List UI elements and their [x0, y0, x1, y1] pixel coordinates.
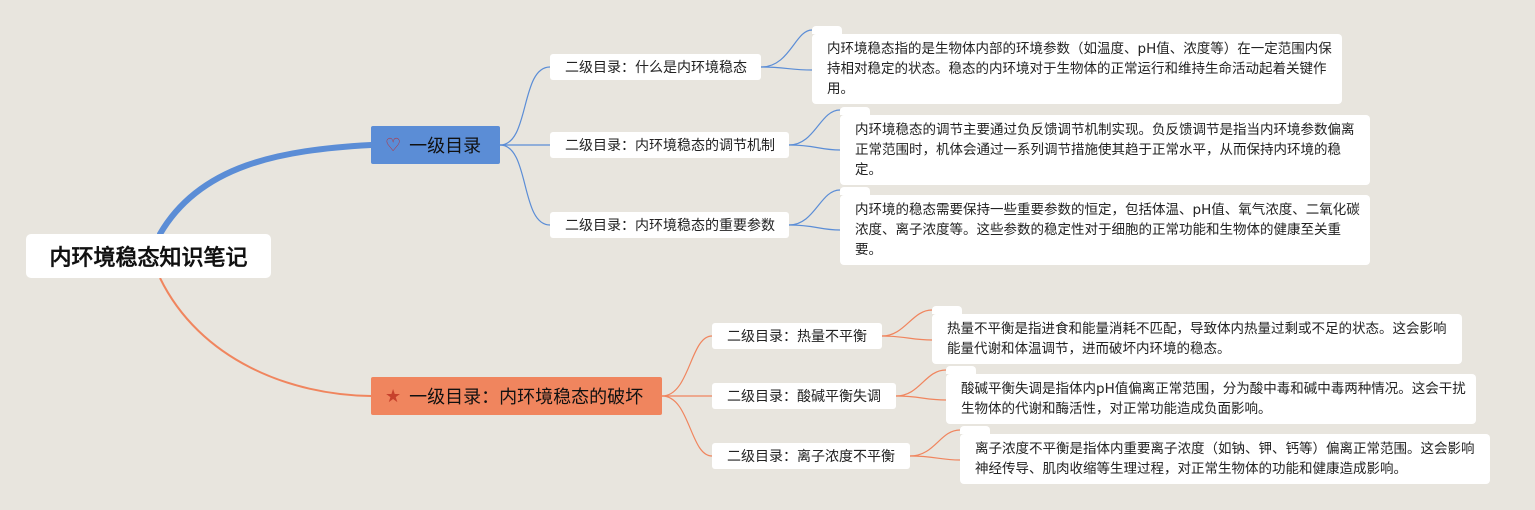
- note-text: 酸碱平衡失调是指体内pH值偏离正常范围，分为酸中毒和碱中毒两种情况。这会干扰生物…: [961, 381, 1466, 417]
- connector-orange-l2-3: [661, 395, 713, 457]
- note-1-2[interactable]: 内环境稳态的调节主要通过负反馈调节机制实现。负反馈调节是指当内环境参数偏离正常范…: [840, 115, 1370, 185]
- root-topic[interactable]: 内环境稳态知识笔记: [26, 234, 271, 278]
- note-tab: [840, 187, 870, 195]
- note-text: 内环境稳态指的是生物体内部的环境参数（如温度、pH值、浓度等）在一定范围内保持相…: [827, 41, 1332, 97]
- subtopic-label: 二级目录：离子浓度不平衡: [727, 449, 895, 465]
- note-1-3[interactable]: 内环境的稳态需要保持一些重要参数的恒定，包括体温、pH值、氧气浓度、二氧化碳浓度…: [840, 195, 1370, 265]
- connector-blue-leaf-2a: [788, 109, 841, 146]
- root-title: 内环境稳态知识笔记: [49, 246, 248, 271]
- note-text: 离子浓度不平衡是指体内重要离子浓度（如钠、钾、钙等）偏离正常范围。这会影响神经传…: [975, 441, 1475, 477]
- connector-root-blue: [157, 142, 374, 237]
- subtopic-2-1[interactable]: 二级目录：热量不平衡: [712, 323, 882, 349]
- note-tab: [840, 107, 870, 115]
- connector-blue-leaf-3b: [788, 224, 841, 231]
- note-tab: [946, 366, 976, 374]
- connector-blue-leaf-2b: [788, 144, 841, 151]
- star-icon: ★: [385, 385, 402, 407]
- note-2-1[interactable]: 热量不平衡是指进食和能量消耗不匹配，导致体内热量过剩或不足的状态。这会影响能量代…: [932, 314, 1462, 364]
- note-text: 内环境稳态的调节主要通过负反馈调节机制实现。负反馈调节是指当内环境参数偏离正常范…: [855, 122, 1355, 178]
- note-tab: [932, 306, 962, 314]
- connector-blue-leaf-3a: [788, 189, 841, 226]
- connector-blue-leaf-1b: [760, 66, 813, 71]
- subtopic-label: 二级目录：内环境稳态的调节机制: [565, 138, 775, 154]
- connector-blue-l2-3: [499, 144, 551, 226]
- connector-blue-leaf-1a: [760, 29, 813, 68]
- branch-topic-2[interactable]: ★ 一级目录：内环境稳态的破坏: [371, 377, 662, 415]
- note-text: 热量不平衡是指进食和能量消耗不匹配，导致体内热量过剩或不足的状态。这会影响能量代…: [947, 321, 1447, 357]
- note-2-3[interactable]: 离子浓度不平衡是指体内重要离子浓度（如钠、钾、钙等）偏离正常范围。这会影响神经传…: [960, 434, 1490, 484]
- subtopic-label: 二级目录：内环境稳态的重要参数: [565, 218, 775, 234]
- subtopic-label: 二级目录：什么是内环境稳态: [565, 60, 747, 76]
- connector-root-orange: [159, 277, 372, 397]
- connector-orange-leaf-3a: [909, 429, 961, 457]
- subtopic-1-3[interactable]: 二级目录：内环境稳态的重要参数: [550, 212, 789, 238]
- connector-orange-leaf-1b: [881, 335, 933, 341]
- subtopic-1-1[interactable]: 二级目录：什么是内环境稳态: [550, 54, 761, 80]
- connector-blue-l2-1: [499, 66, 551, 146]
- connector-orange-leaf-2a: [895, 369, 947, 397]
- subtopic-2-2[interactable]: 二级目录：酸碱平衡失调: [712, 383, 896, 409]
- note-text: 内环境的稳态需要保持一些重要参数的恒定，包括体温、pH值、氧气浓度、二氧化碳浓度…: [855, 202, 1360, 258]
- connector-orange-leaf-3b: [909, 455, 961, 461]
- note-2-2[interactable]: 酸碱平衡失调是指体内pH值偏离正常范围，分为酸中毒和碱中毒两种情况。这会干扰生物…: [946, 374, 1476, 424]
- subtopic-label: 二级目录：酸碱平衡失调: [727, 389, 881, 405]
- branch-topic-1[interactable]: ♡ 一级目录: [371, 126, 500, 164]
- connector-orange-leaf-1a: [881, 309, 933, 337]
- subtopic-label: 二级目录：热量不平衡: [727, 329, 867, 345]
- note-1-1[interactable]: 内环境稳态指的是生物体内部的环境参数（如温度、pH值、浓度等）在一定范围内保持相…: [812, 34, 1342, 104]
- connector-orange-l2-1: [661, 335, 713, 397]
- note-tab: [812, 26, 842, 34]
- branch-label: 一级目录: [409, 136, 482, 157]
- connector-orange-leaf-2b: [895, 395, 947, 401]
- branch-label: 一级目录：内环境稳态的破坏: [409, 387, 644, 408]
- subtopic-2-3[interactable]: 二级目录：离子浓度不平衡: [712, 443, 910, 469]
- note-tab: [960, 426, 990, 434]
- heart-icon: ♡: [385, 134, 402, 156]
- subtopic-1-2[interactable]: 二级目录：内环境稳态的调节机制: [550, 132, 789, 158]
